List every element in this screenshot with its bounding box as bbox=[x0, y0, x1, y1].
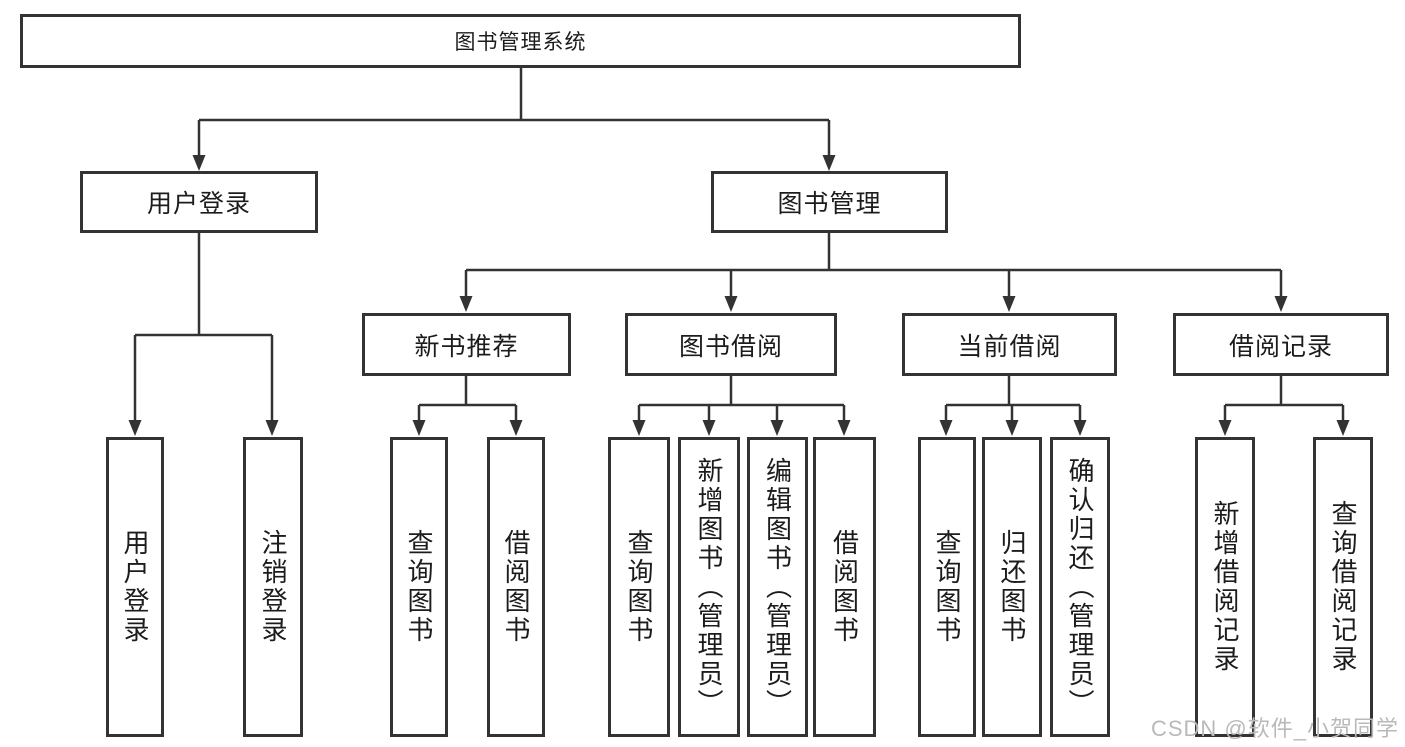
node-new-book-recommend: 新书推荐 bbox=[362, 313, 571, 376]
node-leaf-query-books-recommend: 查询图书 bbox=[390, 437, 448, 737]
node-leaf-borrow-books-recommend: 借阅图书 bbox=[487, 437, 545, 737]
node-leaf-query-books-borrow-label: 查询图书 bbox=[624, 529, 654, 645]
node-book-borrow-label: 图书借阅 bbox=[678, 332, 783, 361]
node-leaf-add-borrow-record-label: 新增借阅记录 bbox=[1210, 500, 1240, 674]
node-root-label: 图书管理系统 bbox=[454, 31, 587, 54]
node-leaf-add-book-admin: 新增图书（管理员） bbox=[678, 437, 740, 737]
node-book-borrow: 图书借阅 bbox=[625, 313, 837, 376]
node-leaf-edit-book-admin-label: 编辑图书（管理员） bbox=[762, 456, 793, 718]
node-leaf-logout: 注销登录 bbox=[243, 437, 303, 737]
node-leaf-add-book-admin-label: 新增图书（管理员） bbox=[694, 456, 724, 718]
node-user-login-branch: 用户登录 bbox=[80, 171, 318, 233]
arrowheads bbox=[128, 155, 1350, 436]
node-leaf-logout-label: 注销登录 bbox=[258, 529, 288, 645]
watermark: CSDN @软件_小贺同学 bbox=[1150, 716, 1399, 741]
node-user-login-branch-label: 用户登录 bbox=[146, 190, 251, 218]
node-root: 图书管理系统 bbox=[20, 14, 1021, 68]
node-leaf-query-borrow-record-label: 查询借阅记录 bbox=[1328, 500, 1358, 674]
node-current-borrow: 当前借阅 bbox=[902, 313, 1117, 376]
node-leaf-confirm-return-admin: 确认归还（管理员） bbox=[1050, 437, 1110, 737]
node-leaf-user-login-label: 用户登录 bbox=[120, 529, 150, 645]
node-leaf-confirm-return-admin-label: 确认归还（管理员） bbox=[1065, 456, 1095, 718]
node-leaf-user-login: 用户登录 bbox=[106, 437, 164, 737]
node-leaf-query-borrow-record: 查询借阅记录 bbox=[1313, 437, 1373, 737]
node-leaf-edit-book-admin: 编辑图书（管理员） bbox=[747, 437, 808, 737]
node-leaf-borrow-books-recommend-label: 借阅图书 bbox=[501, 529, 531, 645]
node-leaf-borrow-books-borrow: 借阅图书 bbox=[813, 437, 876, 737]
node-leaf-query-books-borrow: 查询图书 bbox=[608, 437, 670, 737]
node-leaf-return-book: 归还图书 bbox=[982, 437, 1042, 737]
node-leaf-return-book-label: 归还图书 bbox=[997, 529, 1027, 645]
node-current-borrow-label: 当前借阅 bbox=[957, 332, 1062, 361]
node-leaf-borrow-books-borrow-label: 借阅图书 bbox=[829, 529, 860, 645]
node-book-management: 图书管理 bbox=[711, 171, 948, 233]
node-leaf-add-borrow-record: 新增借阅记录 bbox=[1195, 437, 1255, 737]
node-leaf-query-books-current: 查询图书 bbox=[918, 437, 976, 737]
node-borrow-records: 借阅记录 bbox=[1173, 313, 1389, 376]
node-leaf-query-books-current-label: 查询图书 bbox=[932, 529, 962, 645]
node-new-book-recommend-label: 新书推荐 bbox=[414, 332, 519, 361]
node-book-management-label: 图书管理 bbox=[777, 190, 882, 218]
node-borrow-records-label: 借阅记录 bbox=[1228, 332, 1333, 361]
node-leaf-query-books-recommend-label: 查询图书 bbox=[404, 529, 434, 645]
